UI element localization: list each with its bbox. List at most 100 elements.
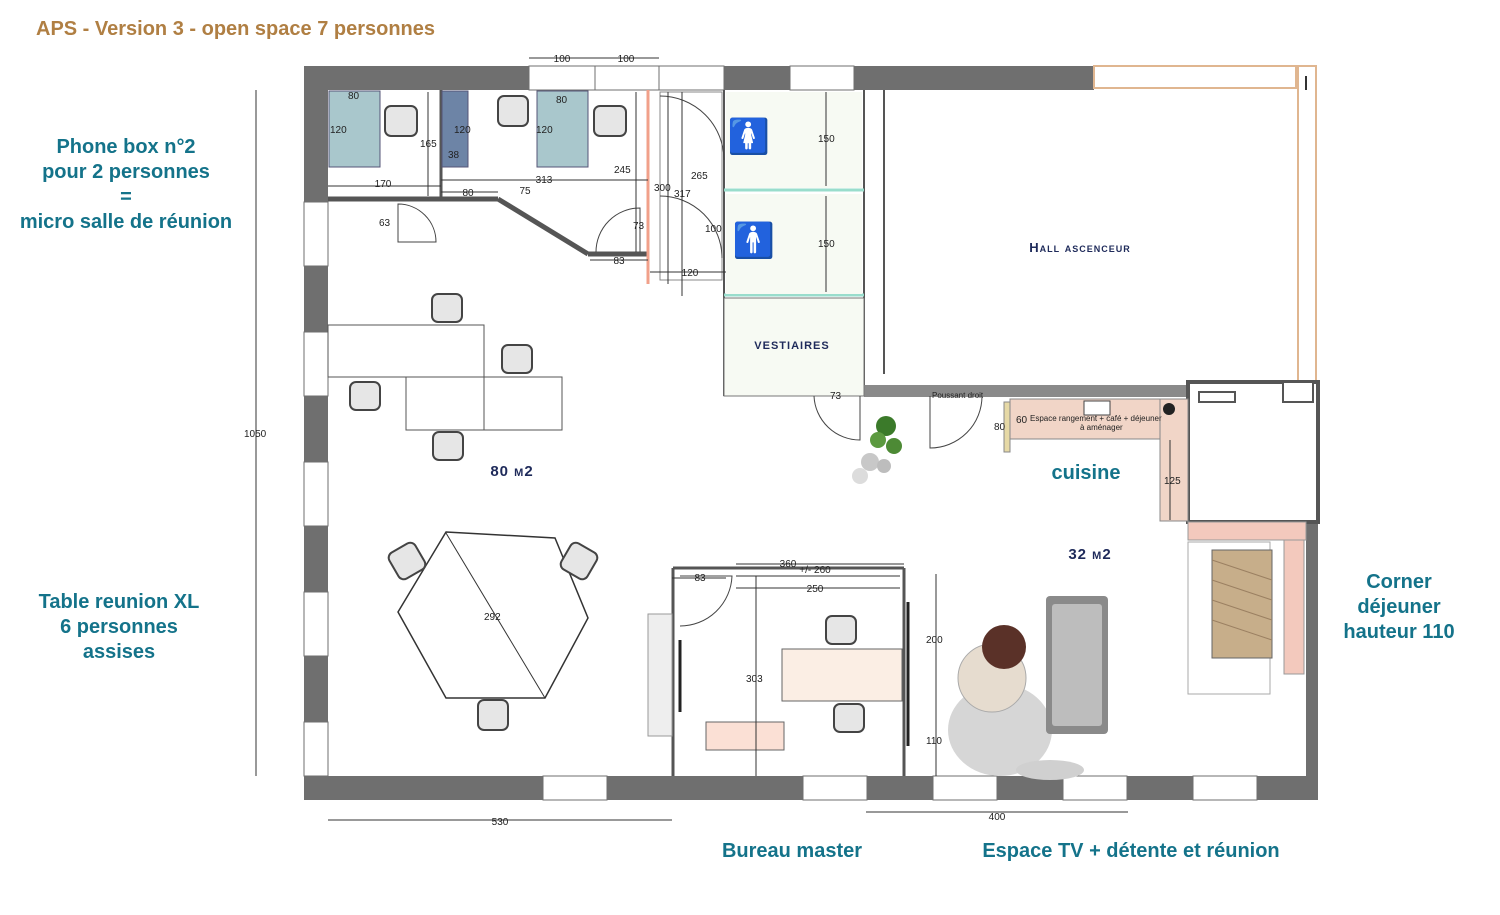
- door-swing: [659, 95, 725, 161]
- dim-label: 110: [926, 736, 942, 747]
- kitchen: [813, 395, 1189, 522]
- dim-label: 1050: [244, 429, 267, 440]
- callout-line: micro salle de réunion: [19, 211, 233, 233]
- callout-corner: Corner déjeuner hauteur 110: [1330, 570, 1468, 645]
- dim-label: 250: [807, 584, 824, 595]
- room-labels: Hall ascenceur VESTIAIRES 80 m2 32 m2 cu…: [490, 240, 1162, 563]
- callout-phone-box: Phone box n°2 pour 2 personnes = micro s…: [10, 135, 242, 235]
- dim-label: 100: [554, 54, 571, 65]
- callout-line: 6 personnes: [60, 616, 178, 638]
- dimension-lines: [255, 57, 1171, 821]
- phone-boxes: [328, 90, 641, 253]
- dim-label: 303: [746, 674, 763, 685]
- window-bottom: [932, 775, 998, 801]
- chair: [833, 703, 865, 733]
- callout-line: Phone box n°2: [56, 136, 196, 158]
- plant-leaf: [877, 459, 891, 473]
- chair: [497, 95, 529, 127]
- dim-label: 80: [462, 188, 474, 199]
- hall-outline: [1093, 65, 1297, 89]
- dim-label: 63: [379, 218, 391, 229]
- dim-label: 245: [614, 165, 631, 176]
- corner-dejeuner: [1187, 521, 1307, 695]
- chair: [559, 541, 599, 581]
- callout-espace-tv: Espace TV + détente et réunion: [982, 840, 1280, 862]
- kitchen-side: [1003, 401, 1011, 453]
- dim-label: 80: [994, 422, 1006, 433]
- window-bottom: [802, 775, 868, 801]
- dim-label: 120: [330, 125, 347, 136]
- label-espace-rangement: Espace rangement + café + déjeuner: [1030, 414, 1162, 423]
- window-left: [303, 591, 329, 657]
- dimension-labels: 100 100 80 120 165 120 38 80 120 170 80 …: [244, 54, 1181, 828]
- chair: [477, 699, 509, 731]
- chair: [432, 431, 464, 461]
- callout-line: hauteur 110: [1343, 621, 1455, 643]
- window-left: [303, 461, 329, 527]
- room-label-area-32: 32 m2: [1068, 546, 1111, 563]
- dim-label: 150: [818, 239, 835, 250]
- plant-leaf: [852, 468, 868, 484]
- plant-leaf: [870, 432, 886, 448]
- walls: [303, 65, 1318, 801]
- dim-label: 73: [830, 391, 842, 402]
- window-bottom: [542, 775, 608, 801]
- callout-line: Table reunion XL: [38, 591, 200, 613]
- chair: [431, 293, 463, 323]
- window-bottom: [1192, 775, 1258, 801]
- desk: [327, 324, 485, 378]
- elevator-inner: [1282, 381, 1314, 403]
- dim-label: 292: [484, 612, 501, 623]
- man-icon: 🚹: [733, 221, 775, 260]
- vestiaires: [723, 297, 865, 397]
- chair: [593, 105, 627, 137]
- plant-leaf: [861, 453, 879, 471]
- dim-label: 100: [618, 54, 635, 65]
- dim-label: 80: [348, 91, 360, 102]
- kitchen-wall: [864, 385, 1188, 397]
- dim-label: 80: [556, 95, 568, 106]
- dim-label: 300: [654, 183, 671, 194]
- sofa-cushion: [1052, 604, 1102, 726]
- phone-box-desk: [441, 90, 469, 168]
- dim-label: 125: [1164, 476, 1181, 487]
- dim-label: 400: [989, 812, 1006, 823]
- room-label-cuisine: cuisine: [1052, 462, 1121, 484]
- dim-label: 60: [1016, 415, 1028, 426]
- phone-box-wall: [496, 196, 590, 257]
- window-top: [528, 65, 596, 91]
- counter: [1187, 521, 1307, 541]
- dim-label: 360: [780, 559, 797, 570]
- counter: [1283, 539, 1305, 675]
- partitions: [328, 90, 1320, 776]
- wall-left: [304, 66, 328, 800]
- dim-label: 165: [420, 139, 437, 150]
- dim-label: 150: [818, 134, 835, 145]
- high-table: [1211, 549, 1273, 659]
- woman-icon: 🚺: [728, 117, 770, 156]
- window-top: [658, 65, 725, 91]
- plant-icon: [852, 416, 902, 484]
- plant-leaf: [876, 416, 896, 436]
- dim-label: 200: [926, 635, 943, 646]
- wc-men: [726, 194, 862, 294]
- plant-leaf: [886, 438, 902, 454]
- stairs: [659, 91, 725, 281]
- dim-label: 100: [705, 224, 722, 235]
- label-espace-rangement-2: à aménager: [1080, 423, 1123, 432]
- kitchen-counter: [1159, 398, 1189, 522]
- window-left: [303, 201, 329, 267]
- room-label-hall: Hall ascenceur: [1029, 240, 1131, 255]
- door-swing: [397, 203, 437, 243]
- wc-women: [726, 92, 862, 188]
- callout-line: =: [120, 186, 132, 208]
- callout-line: Corner: [1366, 571, 1432, 593]
- herringbone: [1211, 559, 1273, 641]
- window-top: [594, 65, 660, 91]
- callout-line: déjeuner: [1357, 596, 1441, 618]
- window-top: [789, 65, 855, 91]
- chair: [501, 344, 533, 374]
- dim-label: 38: [448, 150, 460, 161]
- dim-label: 317: [674, 189, 691, 200]
- dim-line: [445, 532, 546, 699]
